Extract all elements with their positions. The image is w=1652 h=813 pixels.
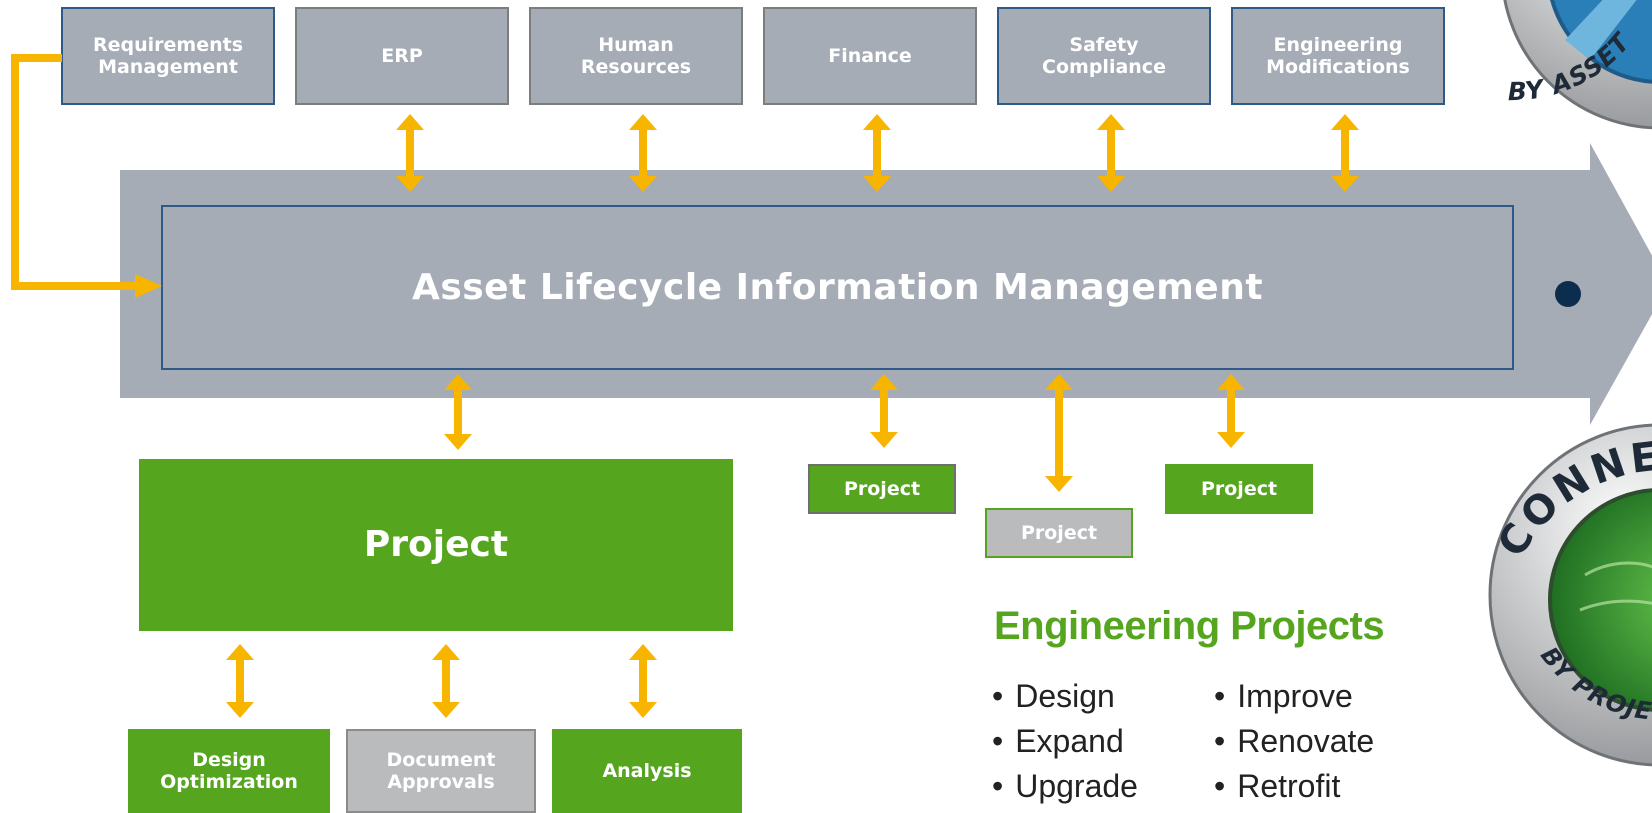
system-box-safety-compliance[interactable]: Safety Compliance bbox=[997, 7, 1211, 105]
system-box-engineering-modifications[interactable]: Engineering Modifications bbox=[1231, 7, 1445, 105]
bullet-dot bbox=[1555, 281, 1581, 307]
asset-lifecycle-box[interactable]: Asset Lifecycle Information Management bbox=[161, 205, 1514, 370]
asset-lifecycle-title: Asset Lifecycle Information Management bbox=[411, 267, 1264, 308]
engineering-item: Improve bbox=[1214, 674, 1374, 719]
system-label-human-resources: Human Resources bbox=[580, 33, 692, 78]
project-box-1[interactable]: Project bbox=[808, 464, 956, 514]
subtask-label-design-optimization: Design Optimization bbox=[160, 748, 298, 793]
project-box-3[interactable]: Project bbox=[1165, 464, 1313, 514]
engineering-list-left: Design Expand Upgrade bbox=[992, 674, 1138, 809]
system-label-safety-compliance: Safety Compliance bbox=[1042, 33, 1166, 78]
system-box-human-resources[interactable]: Human Resources bbox=[529, 7, 743, 105]
engineering-list-right: Improve Renovate Retrofit bbox=[1214, 674, 1374, 809]
engineering-item: Renovate bbox=[1214, 719, 1374, 764]
engineering-item: Upgrade bbox=[992, 764, 1138, 809]
project-label-2: Project bbox=[1020, 521, 1098, 544]
system-label-erp: ERP bbox=[381, 44, 423, 67]
system-label-finance: Finance bbox=[828, 44, 912, 67]
subtask-label-document-approvals: Document Approvals bbox=[386, 748, 496, 793]
engineering-item: Design bbox=[992, 674, 1138, 719]
main-project-label: Project bbox=[363, 523, 509, 565]
project-label-1: Project bbox=[843, 477, 921, 500]
system-box-finance[interactable]: Finance bbox=[763, 7, 977, 105]
main-project-box[interactable]: Project bbox=[139, 459, 733, 631]
system-label-requirements-management: Requirements Management bbox=[92, 33, 243, 78]
project-box-2[interactable]: Project bbox=[985, 508, 1133, 558]
engineering-projects-title: Engineering Projects bbox=[994, 604, 1385, 648]
engineering-item: Expand bbox=[992, 719, 1138, 764]
subtask-box-document-approvals[interactable]: Document Approvals bbox=[346, 729, 536, 813]
subtask-box-analysis[interactable]: Analysis bbox=[552, 729, 742, 813]
engineering-item: Retrofit bbox=[1214, 764, 1374, 809]
subtask-label-analysis: Analysis bbox=[602, 759, 692, 782]
subtask-box-design-optimization[interactable]: Design Optimization bbox=[128, 729, 330, 813]
project-label-3: Project bbox=[1200, 477, 1278, 500]
system-box-requirements-management[interactable]: Requirements Management bbox=[61, 7, 275, 105]
system-label-engineering-modifications: Engineering Modifications bbox=[1266, 33, 1410, 78]
system-box-erp[interactable]: ERP bbox=[295, 7, 509, 105]
